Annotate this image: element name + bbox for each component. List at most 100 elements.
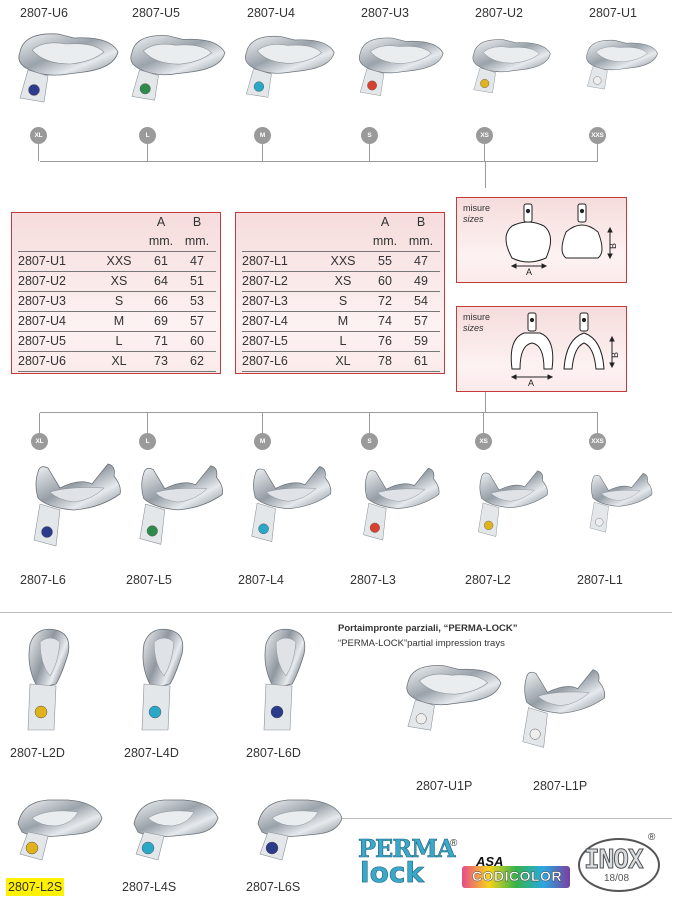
partial-tray-code: 2807-L6D — [246, 746, 301, 760]
cell-b: 47 — [178, 251, 216, 272]
size-badge: XL — [30, 127, 47, 144]
cell-b: 53 — [178, 291, 216, 312]
cell-b: 61 — [402, 351, 440, 372]
lower-tray-0 — [33, 463, 121, 547]
lower-connector-stem — [485, 392, 486, 412]
upper-tray-2 — [245, 35, 335, 98]
upper-connector-stem — [485, 162, 486, 188]
sizes-label: misure sizes — [463, 203, 490, 225]
size-badge: L — [139, 127, 156, 144]
upper-size-connector — [40, 161, 598, 162]
lower-tray-1 — [139, 464, 223, 545]
lower-tray-image — [136, 460, 228, 557]
sizes-label-en: sizes — [463, 323, 484, 333]
cell-size: S — [94, 291, 144, 312]
lower-tray-image — [248, 461, 336, 554]
connector-tick — [147, 144, 148, 161]
table-unit-row: mm. mm. — [242, 232, 440, 252]
section-divider — [0, 612, 672, 613]
partial-tray-code: 2807-L2D — [10, 746, 65, 760]
sizes-label-it: misure — [463, 203, 491, 213]
partial-tray-image — [16, 624, 86, 739]
partial-tray-image — [130, 624, 200, 739]
upper-tray-image — [126, 30, 227, 109]
partial-title-it: Portaimpronte parziali, “PERMA-LOCK” — [338, 623, 518, 634]
lower-tray-2 — [251, 466, 332, 543]
upper-tray-code: 2807-U1 — [589, 6, 637, 20]
upper-tray-image — [355, 33, 445, 104]
partial-d-0 — [27, 628, 70, 731]
partial-d-2 — [263, 628, 306, 731]
perma-tray-image — [519, 664, 610, 760]
cell-size: XL — [318, 351, 368, 372]
upper-tray-image — [241, 31, 336, 106]
upper-tray-3 — [358, 37, 444, 96]
cell-b: 57 — [178, 311, 216, 332]
partial-s-2 — [257, 799, 343, 861]
cell-a: 61 — [144, 251, 178, 272]
perma-tray-code: 2807-L1P — [533, 779, 588, 793]
unit-b: mm. — [178, 232, 216, 252]
cell-code: 2807-L3 — [242, 291, 318, 312]
partial-tray-image — [8, 788, 108, 867]
table-header-row: A B — [242, 213, 440, 232]
cell-a: 69 — [144, 311, 178, 332]
cell-code: 2807-U1 — [18, 251, 94, 272]
unit-a: mm. — [368, 232, 402, 252]
lower-tray-5 — [589, 473, 653, 533]
cell-size: L — [318, 331, 368, 352]
connector-tick — [484, 144, 485, 161]
lower-tray-code: 2807-L5 — [126, 573, 172, 587]
sizes-label-it: misure — [463, 312, 491, 322]
lower-tray-code: 2807-L4 — [238, 573, 284, 587]
upper-tray-code: 2807-U5 — [132, 6, 180, 20]
lower-tray-code: 2807-L1 — [577, 573, 623, 587]
cell-size: S — [318, 291, 368, 312]
cell-b: 59 — [402, 331, 440, 352]
upper-tray-image — [583, 36, 659, 97]
connector-tick — [369, 413, 370, 433]
partial-title-en: “PERMA-LOCK”partial impression trays — [338, 638, 505, 649]
cell-a: 78 — [368, 351, 402, 372]
cell-size: M — [94, 311, 144, 332]
lower-tray-image — [30, 458, 126, 559]
partial-tray-code: 2807-L4D — [124, 746, 179, 760]
cell-size: XXS — [318, 251, 368, 272]
upper-tray-0 — [18, 33, 119, 103]
partial-d-1 — [141, 628, 184, 731]
upper-tray-outline-icon: A B — [505, 203, 618, 277]
upper-tray-1 — [130, 34, 226, 101]
logo-divider — [342, 818, 672, 819]
partial-s-0 — [17, 799, 103, 861]
partial-tray-code: 2807-L6S — [246, 880, 300, 894]
unit-a: mm. — [144, 232, 178, 252]
lower-tray-code: 2807-L6 — [20, 573, 66, 587]
size-badge: XXS — [589, 127, 606, 144]
code-text: 2807-L2S — [6, 878, 65, 896]
cell-a: 72 — [368, 291, 402, 312]
connector-tick — [597, 144, 598, 161]
cell-code: 2807-L4 — [242, 311, 318, 332]
lower-tray-image — [475, 466, 552, 548]
cell-code: 2807-U3 — [18, 291, 94, 312]
perma-0 — [406, 665, 502, 731]
cell-a: 76 — [368, 331, 402, 352]
connector-tick — [262, 144, 263, 161]
lower-size-connector — [40, 412, 598, 413]
partial-tray-image — [248, 788, 348, 867]
cell-a: 71 — [144, 331, 178, 352]
cell-size: XL — [94, 351, 144, 372]
cell-b: 49 — [402, 271, 440, 292]
partial-tray-image — [252, 624, 322, 739]
